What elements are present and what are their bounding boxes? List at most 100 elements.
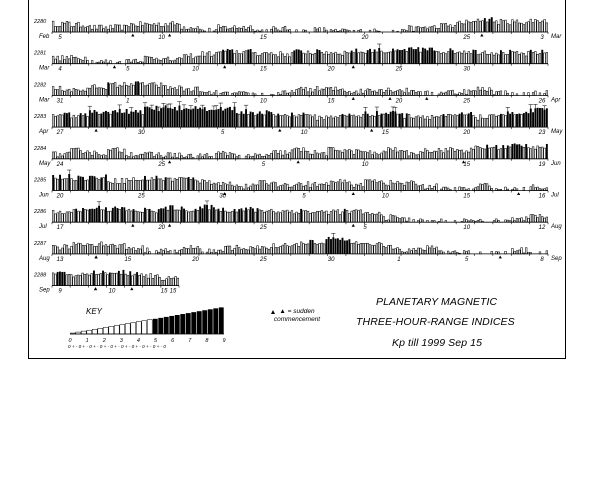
kp-bar	[159, 178, 163, 191]
date-label: 5	[221, 130, 225, 136]
kp-bar	[410, 180, 413, 191]
kp-bar	[145, 274, 148, 286]
kp-bar	[281, 53, 284, 64]
kp-bar	[495, 188, 498, 191]
kp-bar	[143, 252, 147, 255]
kp-bar	[159, 82, 163, 96]
chart-frame	[28, 0, 566, 359]
kp-bar	[534, 215, 537, 223]
kp-bar	[506, 92, 509, 96]
kp-bar	[74, 23, 78, 33]
kp-bar	[476, 119, 480, 128]
kp-bar	[251, 183, 255, 191]
kp-bar	[488, 114, 491, 128]
kp-bar	[150, 56, 154, 64]
kp-bar	[192, 177, 195, 191]
kp-bar	[437, 221, 441, 223]
kp-bar	[176, 157, 179, 160]
kp-bar	[309, 88, 312, 96]
kp-bar	[279, 185, 282, 191]
kp-bar	[382, 92, 385, 96]
kp-bar	[238, 53, 241, 64]
kp-bar	[375, 51, 379, 64]
kp-bar	[394, 147, 397, 160]
kp-bar	[396, 217, 399, 223]
kp-bar	[196, 210, 199, 223]
kp-bar	[378, 48, 381, 64]
kp-bar	[70, 246, 73, 255]
kp-bar	[139, 153, 142, 160]
kp-bar	[272, 54, 275, 64]
kp-bar	[375, 30, 379, 33]
kp-bar	[449, 24, 452, 33]
kp-bar	[306, 210, 310, 223]
kp-bar	[444, 53, 447, 64]
kp-bar	[143, 55, 147, 64]
kp-bar	[313, 150, 317, 160]
kp-bar	[336, 238, 339, 254]
kp-bar	[173, 209, 176, 223]
kp-bar	[440, 53, 443, 64]
kp-bar	[435, 115, 438, 128]
kp-bar	[403, 151, 406, 160]
kp-bar	[142, 276, 145, 286]
kp-bar	[424, 48, 427, 64]
kp-bar	[242, 25, 245, 33]
key-bar	[81, 330, 87, 335]
kp-bar	[91, 60, 94, 64]
kp-bar	[389, 90, 392, 96]
kp-bar	[219, 92, 222, 96]
kp-bar	[123, 148, 126, 160]
kp-bar	[437, 51, 441, 64]
kp-bar	[81, 25, 85, 33]
kp-bar	[132, 177, 135, 191]
kp-bar	[534, 108, 537, 128]
kp-bar	[97, 243, 101, 255]
kp-bar	[265, 247, 268, 255]
kp-bar	[249, 206, 252, 223]
date-label: 15	[382, 130, 389, 136]
kp-bar	[359, 88, 362, 96]
kp-bar	[84, 90, 87, 96]
kp-bar	[199, 107, 202, 128]
kp-bar	[465, 114, 468, 128]
kp-bar	[242, 210, 245, 223]
kp-bar	[364, 212, 367, 223]
kp-bar	[136, 62, 140, 64]
sc-marker	[461, 160, 466, 164]
kp-bar	[357, 244, 360, 255]
kp-bar	[111, 148, 114, 160]
kp-bar	[412, 152, 415, 160]
kp-bar	[100, 24, 103, 33]
kp-bar	[187, 248, 190, 255]
kp-bar	[247, 154, 250, 160]
kp-bar	[412, 90, 415, 96]
kp-bar	[541, 20, 544, 33]
kp-bar	[205, 251, 209, 255]
kp-bar	[217, 249, 220, 255]
kp-bar	[70, 178, 73, 191]
kp-bar	[339, 115, 342, 128]
kp-bar	[352, 209, 356, 223]
kp-bar	[336, 117, 340, 128]
kp-bar	[281, 27, 284, 33]
kp-bar	[105, 174, 107, 191]
kp-bar	[332, 181, 335, 191]
kp-bar	[141, 82, 144, 96]
kp-bar	[539, 108, 541, 128]
kp-bar	[311, 183, 314, 191]
kp-bar	[504, 219, 507, 223]
kp-bar	[357, 93, 360, 96]
kp-bar	[396, 113, 399, 128]
kp-bar	[155, 57, 158, 64]
kp-bar	[127, 208, 131, 223]
date-label: 13	[57, 257, 64, 263]
kp-bar	[444, 148, 447, 160]
kp-bar	[56, 26, 59, 33]
kp-bar	[322, 152, 326, 160]
kp-bar	[249, 25, 252, 33]
kp-bar	[302, 147, 305, 160]
kp-bar	[251, 155, 255, 160]
kp-bar	[157, 178, 160, 191]
end-date-label: 3	[540, 35, 544, 41]
